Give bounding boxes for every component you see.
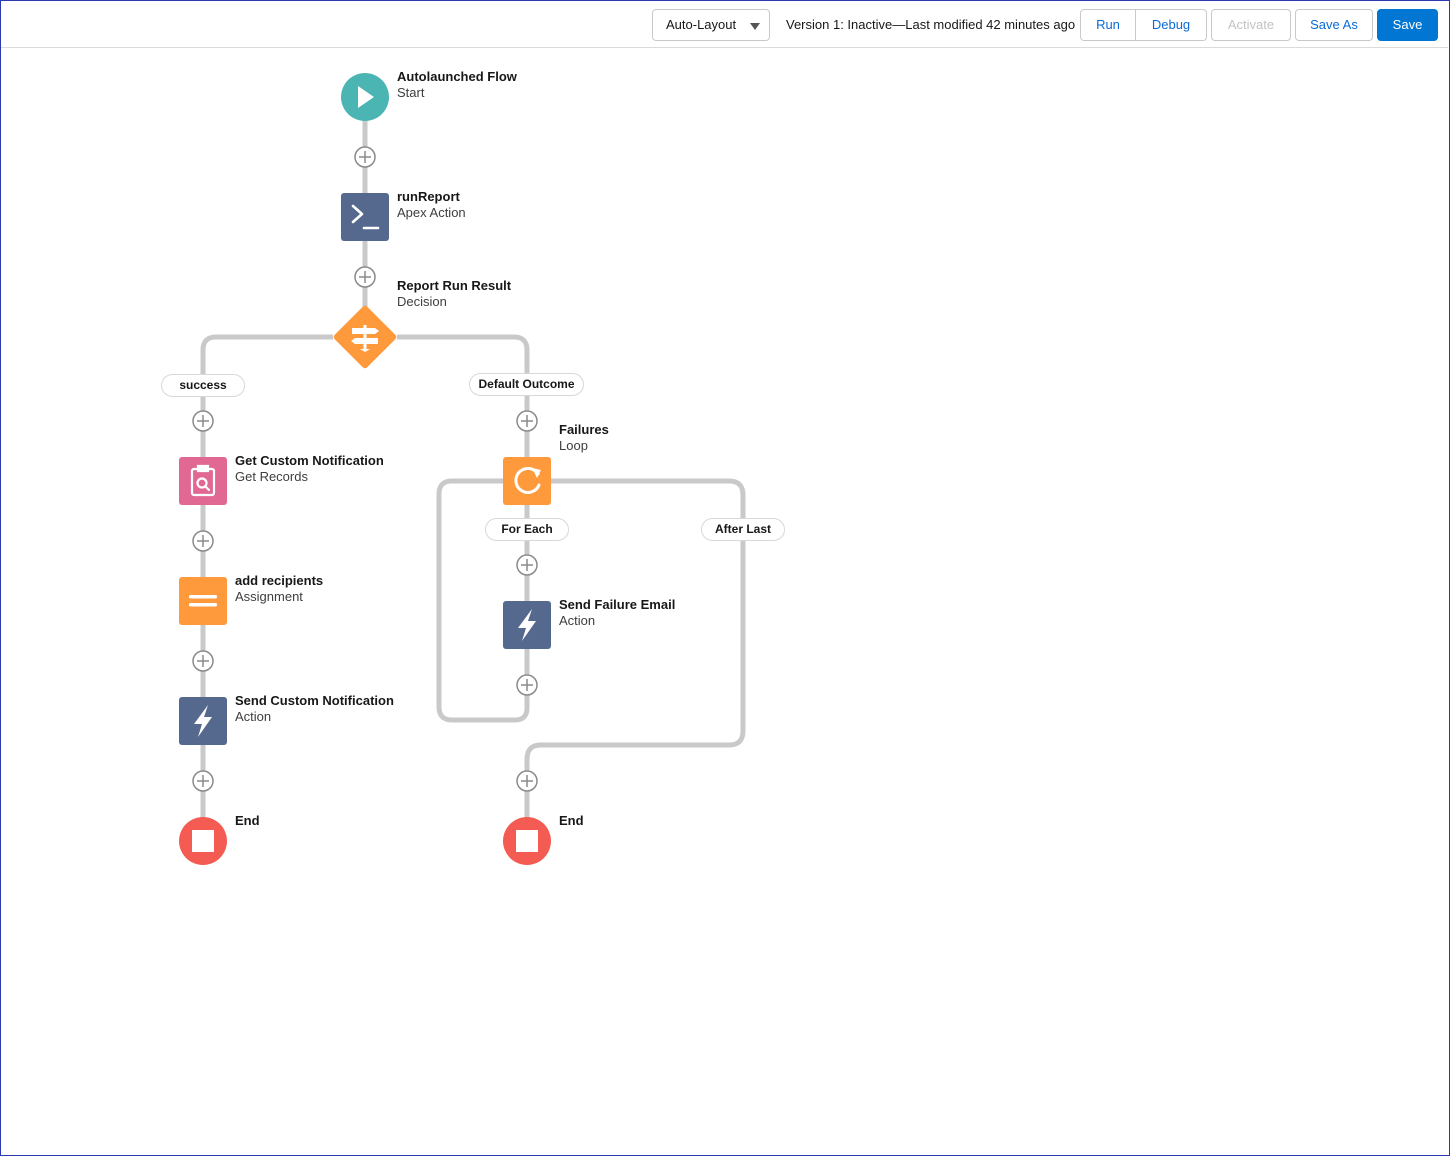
save-button[interactable]: Save [1377, 9, 1438, 41]
version-status-text: Version 1: Inactive—Last modified 42 min… [786, 17, 1076, 32]
end-left-node[interactable] [179, 817, 227, 865]
branch-label-success: success [161, 374, 245, 397]
lightning-bolt-icon [194, 705, 212, 737]
layout-mode-value: Auto-Layout [666, 17, 737, 32]
node-type: Decision [397, 294, 447, 309]
plus-circle-icon[interactable] [354, 266, 376, 288]
node-title: End [235, 813, 260, 828]
send-custom-notification-label: Send Custom Notification Action [235, 693, 394, 725]
chevron-down-icon [750, 23, 760, 30]
end-right-node[interactable] [503, 817, 551, 865]
apex-terminal-icon [351, 204, 380, 230]
builder-toolbar: Auto-Layout Version 1: Inactive—Last mod… [1, 1, 1448, 48]
node-title: Failures [559, 422, 609, 437]
node-title: add recipients [235, 573, 324, 588]
node-title: Send Failure Email [559, 597, 676, 612]
connector-decision-success [200, 334, 333, 458]
assignment-icon [189, 595, 217, 607]
node-title: Send Custom Notification [235, 693, 394, 708]
get-custom-notification-label: Get Custom Notification Get Records [235, 453, 384, 485]
end-right-label: End [559, 813, 584, 829]
branch-label-default-outcome: Default Outcome [469, 373, 584, 396]
lightning-bolt-icon [518, 609, 536, 641]
node-title: End [559, 813, 584, 828]
stop-icon [192, 830, 214, 852]
connector-foreach [436, 478, 530, 723]
plus-circle-icon[interactable] [516, 410, 538, 432]
failures-loop-node[interactable] [503, 457, 551, 505]
node-type: Apex Action [397, 205, 466, 220]
play-icon [358, 86, 374, 108]
start-node-label: Autolaunched Flow Start [397, 69, 517, 101]
plus-circle-icon[interactable] [516, 674, 538, 696]
node-type: Get Records [235, 469, 308, 484]
branch-label-for-each: For Each [485, 518, 569, 541]
loop-icon [514, 466, 541, 494]
connectors [200, 118, 746, 818]
end-left-label: End [235, 813, 260, 829]
plus-circle-icon[interactable] [192, 530, 214, 552]
node-title: Autolaunched Flow [397, 69, 517, 84]
connector-afterlast [524, 478, 746, 818]
node-title: Report Run Result [397, 278, 512, 293]
run-button[interactable]: Run [1080, 9, 1136, 41]
send-failure-email-label: Send Failure Email Action [559, 597, 675, 629]
plus-circle-icon[interactable] [192, 770, 214, 792]
node-type: Action [559, 613, 596, 628]
decision-label: Report Run Result Decision [397, 278, 511, 310]
add-element-buttons [192, 146, 538, 792]
start-node[interactable] [341, 73, 389, 121]
add-recipients-label: add recipients Assignment [235, 573, 323, 605]
get-records-icon [190, 464, 216, 497]
save-as-button[interactable]: Save As [1295, 9, 1373, 41]
run-report-node[interactable] [341, 193, 389, 241]
plus-circle-icon[interactable] [516, 770, 538, 792]
node-type: Start [397, 85, 425, 100]
debug-button[interactable]: Debug [1135, 9, 1207, 41]
node-title: Get Custom Notification [235, 453, 384, 468]
layout-mode-select[interactable]: Auto-Layout [652, 9, 770, 41]
send-custom-notification-node[interactable] [179, 697, 227, 745]
node-type: Action [235, 709, 272, 724]
activate-button[interactable]: Activate [1211, 9, 1291, 41]
node-type: Loop [559, 438, 588, 453]
decision-node[interactable] [332, 304, 397, 369]
run-report-label: runReport Apex Action [397, 189, 466, 221]
decision-signpost-icon [351, 325, 379, 352]
plus-circle-icon[interactable] [192, 410, 214, 432]
node-type: Assignment [235, 589, 303, 604]
failures-loop-label: Failures Loop [559, 422, 609, 454]
stop-icon [516, 830, 538, 852]
add-recipients-node[interactable] [179, 577, 227, 625]
plus-circle-icon[interactable] [192, 650, 214, 672]
node-title: runReport [397, 189, 460, 204]
plus-circle-icon[interactable] [516, 554, 538, 576]
connector-decision-default [397, 334, 530, 458]
get-custom-notification-node[interactable] [179, 457, 227, 505]
plus-circle-icon[interactable] [354, 146, 376, 168]
send-failure-email-node[interactable] [503, 601, 551, 649]
branch-label-after-last: After Last [701, 518, 785, 541]
